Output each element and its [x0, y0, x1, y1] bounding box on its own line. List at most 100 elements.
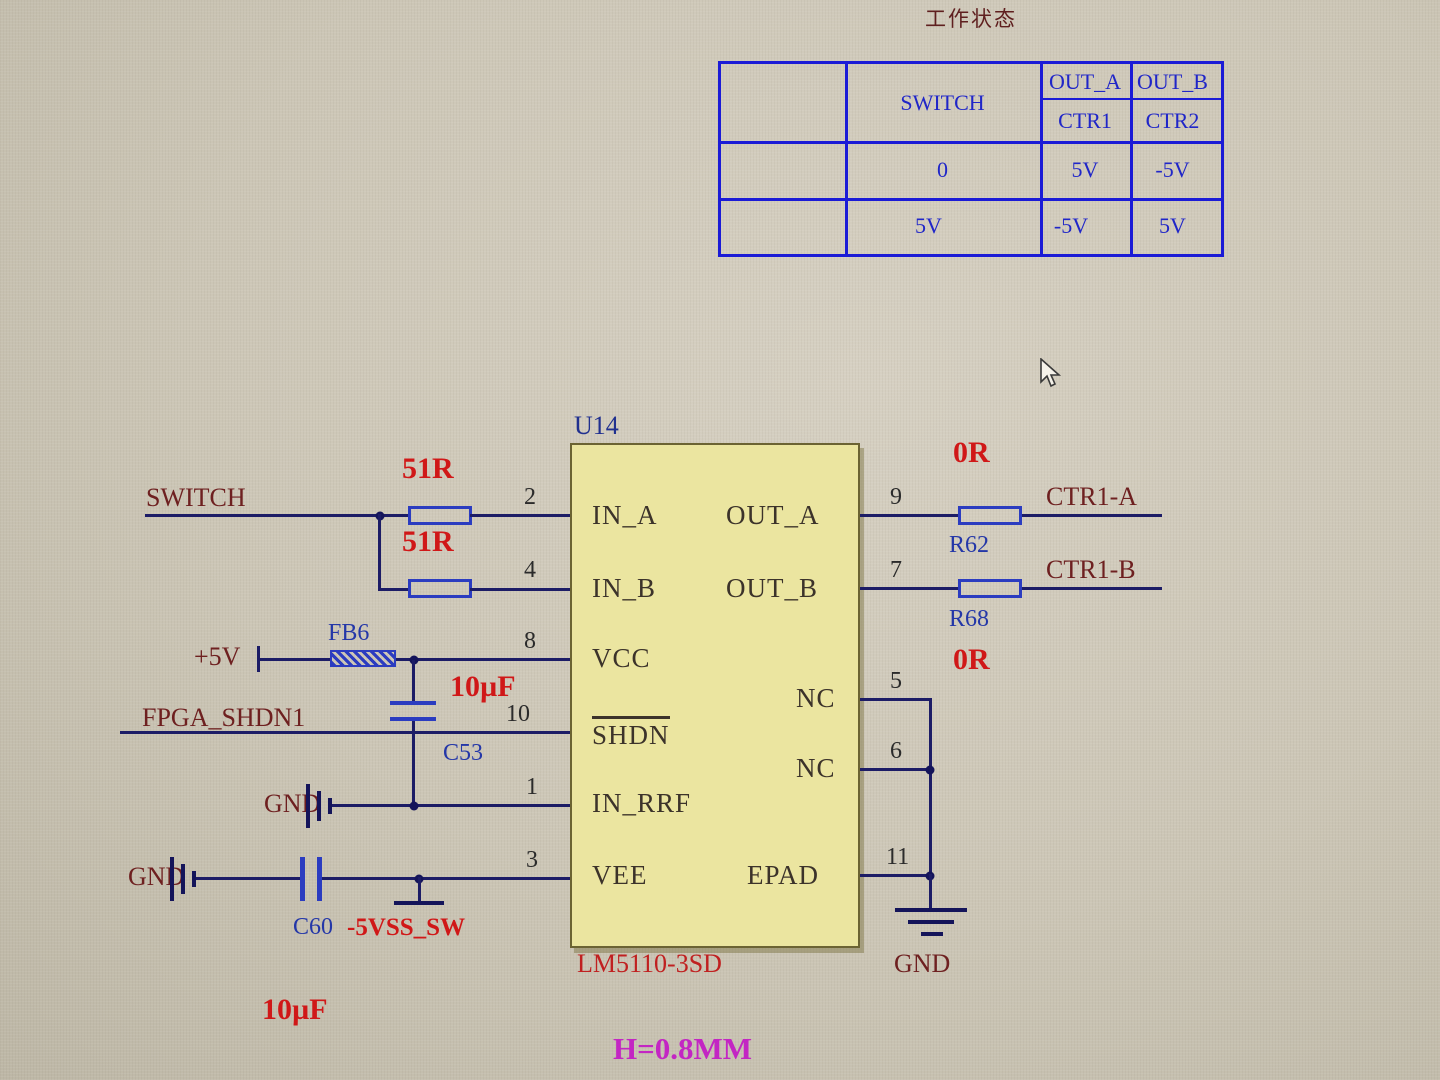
- wire: [470, 588, 570, 591]
- net-label-ctr1-a[interactable]: CTR1-A: [1046, 482, 1137, 511]
- resistor-in-b-body[interactable]: [408, 579, 472, 598]
- capacitor-c53-designator[interactable]: C53: [443, 740, 484, 766]
- resistor-r68-designator[interactable]: R68: [949, 606, 990, 632]
- pin-number-10: 10: [506, 701, 530, 727]
- chip-u14-body[interactable]: [570, 443, 860, 948]
- pin-name-in-rrf: IN_RRF: [592, 788, 692, 818]
- table-vline: [845, 64, 848, 254]
- ground-bar: [921, 932, 943, 936]
- ground-bar: [908, 920, 954, 924]
- resistor-r62-value[interactable]: 0R: [953, 436, 990, 469]
- wire: [378, 588, 408, 591]
- wire: [929, 698, 932, 877]
- net-label-gnd-epad[interactable]: GND: [894, 949, 951, 978]
- wire: [470, 514, 570, 517]
- pin-number-9: 9: [890, 484, 902, 510]
- net-label-switch[interactable]: SWITCH: [146, 483, 246, 512]
- table-cell-row0-switch: 0: [937, 156, 948, 182]
- pin-name-vcc: VCC: [592, 643, 651, 673]
- table-header-out-a: OUT_A: [1048, 69, 1122, 94]
- table-hline: [721, 198, 1221, 201]
- ground-bar: [306, 784, 310, 828]
- power-rail-bar: [394, 901, 444, 905]
- junction-dot: [409, 801, 419, 811]
- pin-name-epad: EPAD: [747, 860, 820, 890]
- wire: [860, 768, 932, 771]
- pin-number-6: 6: [890, 738, 902, 764]
- ground-bar: [181, 864, 185, 894]
- wire: [929, 874, 932, 910]
- resistor-r68-body[interactable]: [958, 579, 1022, 598]
- resistor-r68-value[interactable]: 0R: [953, 643, 990, 676]
- wire: [1022, 514, 1162, 517]
- table-header-ctr2: CTR2: [1145, 107, 1200, 133]
- wire: [860, 587, 958, 590]
- ground-bar: [895, 908, 967, 912]
- resistor-in-a-value[interactable]: 51R: [402, 452, 454, 485]
- pin-number-11: 11: [886, 844, 910, 870]
- ferrite-bead-fb6-body[interactable]: [330, 650, 396, 667]
- ground-bar: [170, 857, 174, 901]
- table-header-switch: SWITCH: [900, 89, 985, 115]
- pin-name-nc5: NC: [796, 683, 836, 713]
- status-table[interactable]: SWITCH OUT_A CTR1 OUT_B CTR2 0 5V -5V 5V…: [718, 61, 1224, 257]
- table-cell-row1-a: -5V: [1053, 213, 1089, 238]
- wire: [196, 877, 300, 880]
- wire: [860, 698, 932, 701]
- wire: [1022, 587, 1162, 590]
- mouse-cursor: [1040, 358, 1062, 388]
- wire: [258, 658, 330, 661]
- wire: [412, 660, 415, 701]
- table-cell-row0-b: -5V: [1155, 156, 1190, 182]
- table-cell-row0-a: 5V: [1071, 156, 1099, 182]
- pin-number-3: 3: [526, 847, 538, 873]
- wire: [860, 514, 958, 517]
- status-table-title: 工作状态: [925, 7, 1017, 31]
- pin-name-out-b: OUT_B: [726, 573, 818, 603]
- pin-name-in-b: IN_B: [592, 573, 656, 603]
- ferrite-bead-fb6-designator[interactable]: FB6: [328, 620, 370, 646]
- capacitor-c53-value[interactable]: 10µF: [450, 670, 516, 703]
- resistor-r62-body[interactable]: [958, 506, 1022, 525]
- wire: [396, 658, 570, 661]
- wire: [120, 731, 570, 734]
- wire: [145, 514, 408, 517]
- ground-bar: [192, 871, 196, 887]
- table-hline: [721, 141, 1221, 144]
- table-header-subline: [1040, 98, 1221, 100]
- wire: [322, 877, 570, 880]
- resistor-in-a-body[interactable]: [408, 506, 472, 525]
- net-label-gnd-in-rrf[interactable]: GND: [264, 789, 321, 818]
- table-vline: [1130, 64, 1133, 254]
- pin-name-vee: VEE: [592, 860, 648, 890]
- capacitor-plate: [390, 717, 436, 721]
- chip-height-note: H=0.8MM: [613, 1031, 753, 1066]
- ground-bar: [317, 791, 321, 821]
- pin-name-out-a: OUT_A: [726, 500, 820, 530]
- pin-number-8: 8: [524, 628, 536, 654]
- net-label-gnd-vee[interactable]: GND: [128, 862, 185, 891]
- pin-name-nc6: NC: [796, 753, 836, 783]
- resistor-r62-designator[interactable]: R62: [949, 532, 990, 558]
- pin-name-shdn: SHDN: [592, 716, 670, 751]
- capacitor-plate: [390, 701, 436, 705]
- resistor-in-b-value[interactable]: 51R: [402, 525, 454, 558]
- chip-designator[interactable]: U14: [574, 411, 619, 440]
- net-label-fpga-shdn1[interactable]: FPGA_SHDN1: [142, 703, 306, 732]
- capacitor-c60-value[interactable]: 10µF: [262, 993, 328, 1026]
- capacitor-plate: [317, 857, 322, 901]
- table-cell-row1-b: 5V: [1159, 213, 1186, 238]
- capacitor-c60-designator[interactable]: C60: [293, 914, 334, 940]
- net-label-ctr1-b[interactable]: CTR1-B: [1046, 555, 1136, 584]
- wire: [860, 874, 932, 877]
- ground-bar: [328, 798, 332, 814]
- wire: [412, 721, 415, 807]
- table-cell-row1-switch: 5V: [915, 213, 942, 238]
- wire: [378, 514, 381, 591]
- capacitor-plate: [300, 857, 305, 901]
- net-label-neg5vss-sw[interactable]: -5VSS_SW: [347, 914, 466, 941]
- junction-dot: [925, 765, 935, 775]
- net-label-plus5v[interactable]: +5V: [194, 642, 241, 671]
- chip-part-number[interactable]: LM5110-3SD: [577, 949, 722, 978]
